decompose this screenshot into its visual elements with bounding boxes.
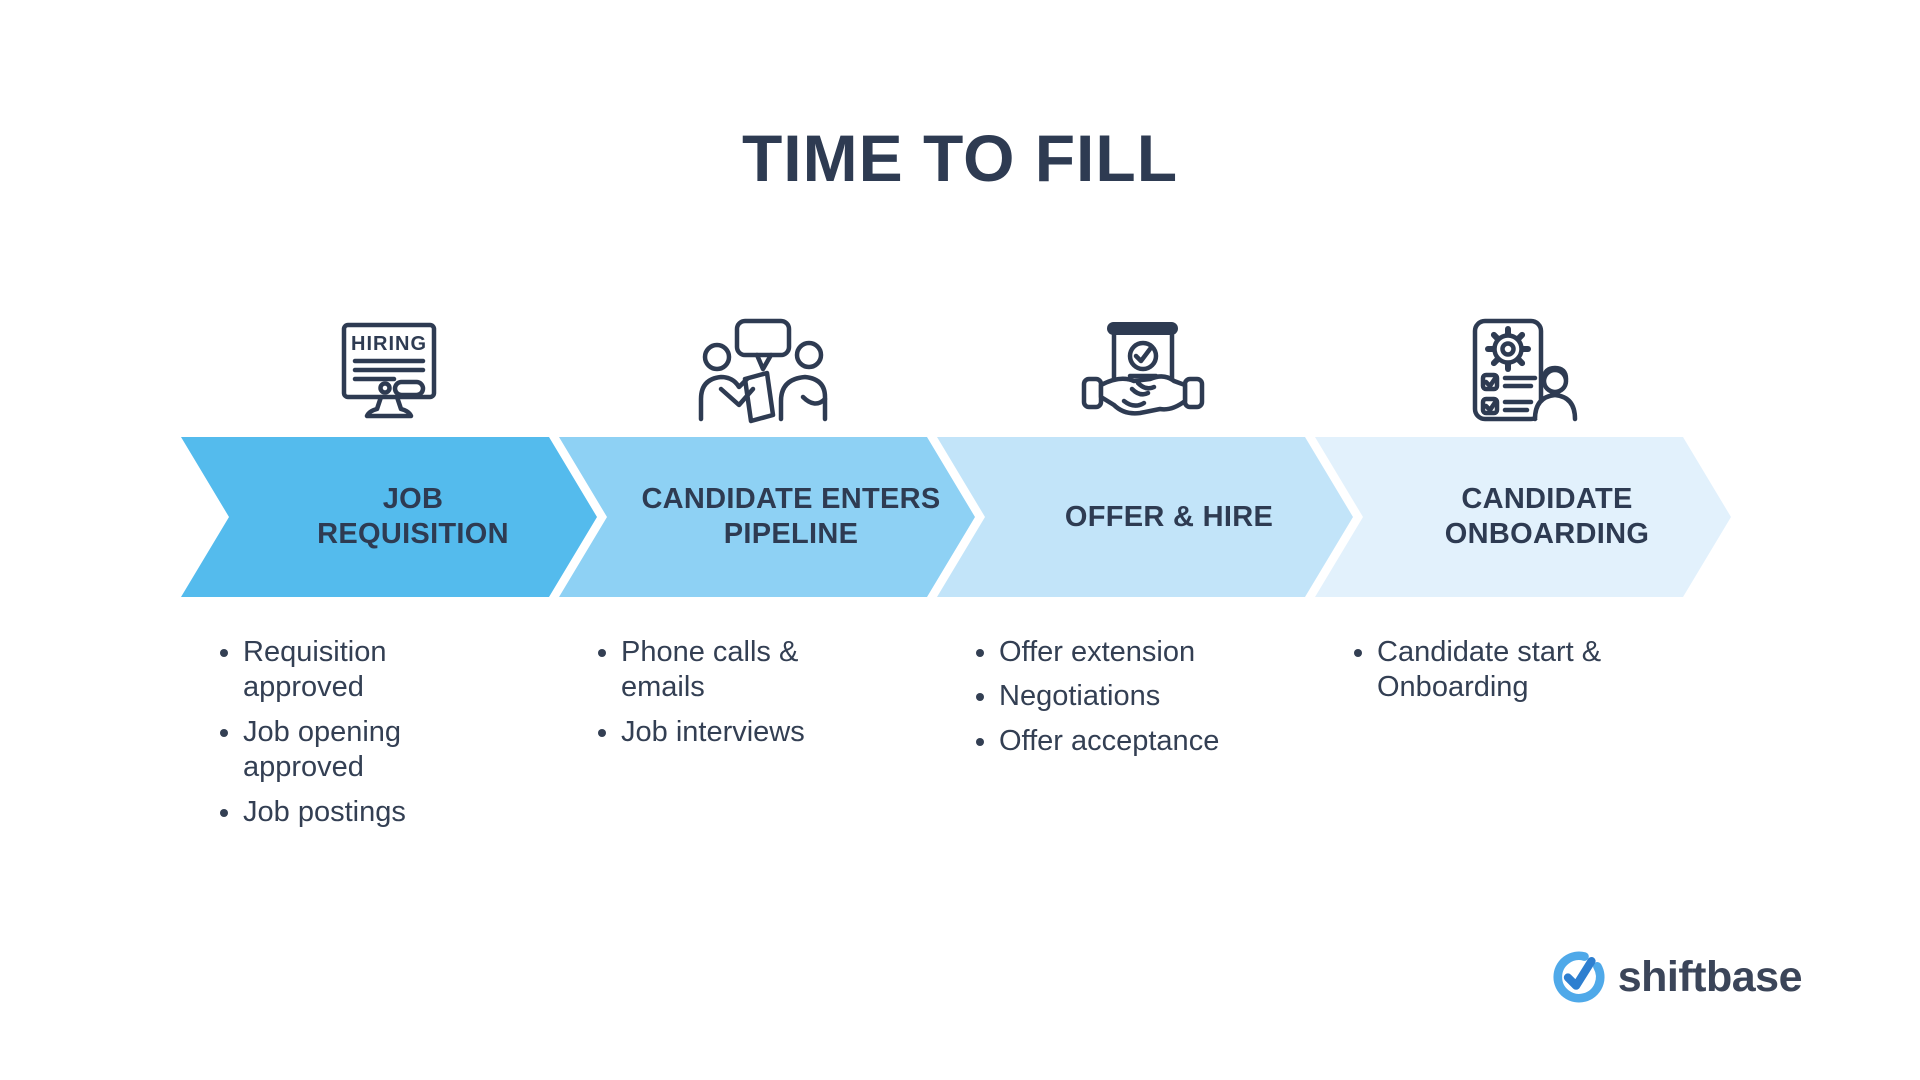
interview-conversation-icon: [583, 312, 951, 425]
stage-label: CANDIDATE ONBOARDING: [1444, 483, 1650, 550]
stage-candidate-pipeline: CANDIDATE ENTERS PIPELINE Phone calls & …: [559, 312, 927, 839]
bullet-item: Requisition approved: [243, 635, 499, 706]
stage-bullets: Requisition approved Job opening approve…: [181, 635, 499, 830]
stage-banner-job-requisition: JOB REQUISITION: [181, 437, 597, 597]
bullet-item: Negotiations: [999, 679, 1255, 714]
shiftbase-check-icon: [1553, 951, 1605, 1003]
bullet-item: Job opening approved: [243, 715, 499, 786]
stage-bullets: Candidate start & Onboarding: [1315, 635, 1633, 706]
hiring-monitor-icon: HIRING: [205, 312, 573, 425]
bullet-item: Job interviews: [621, 715, 877, 750]
process-flow: HIRING JOB REQUISITION Requisition appro…: [181, 312, 1683, 839]
stage-label: CANDIDATE ENTERS PIPELINE: [641, 483, 941, 550]
page-title: TIME TO FILL: [741, 121, 1179, 195]
bullet-item: Offer acceptance: [999, 724, 1255, 759]
bullet-item: Offer extension: [999, 635, 1255, 670]
bullet-item: Candidate start & Onboarding: [1377, 635, 1633, 706]
stage-bullets: Offer extension Negotiations Offer accep…: [937, 635, 1255, 759]
stage-banner-offer-hire: OFFER & HIRE: [937, 437, 1353, 597]
shiftbase-logo: shiftbase: [1552, 950, 1803, 1004]
stage-offer-hire: OFFER & HIRE Offer extension Negotiation…: [937, 312, 1305, 839]
stage-bullets: Phone calls & emails Job interviews: [559, 635, 877, 750]
stage-job-requisition: HIRING JOB REQUISITION Requisition appro…: [181, 312, 549, 839]
stage-label: OFFER & HIRE: [1064, 500, 1274, 533]
hiring-sign-text: HIRING: [351, 333, 427, 355]
stage-banner-candidate-onboarding: CANDIDATE ONBOARDING: [1315, 437, 1731, 597]
stage-banner-candidate-pipeline: CANDIDATE ENTERS PIPELINE: [559, 437, 975, 597]
bullet-item: Job postings: [243, 795, 499, 830]
shiftbase-logo-text: shiftbase: [1617, 952, 1803, 1001]
onboarding-checklist-icon: [1339, 312, 1707, 425]
stage-label: JOB REQUISITION: [317, 483, 509, 550]
bullet-item: Phone calls & emails: [621, 635, 877, 706]
stage-candidate-onboarding: CANDIDATE ONBOARDING Candidate start & O…: [1315, 312, 1683, 839]
handshake-contract-icon: [961, 312, 1329, 425]
